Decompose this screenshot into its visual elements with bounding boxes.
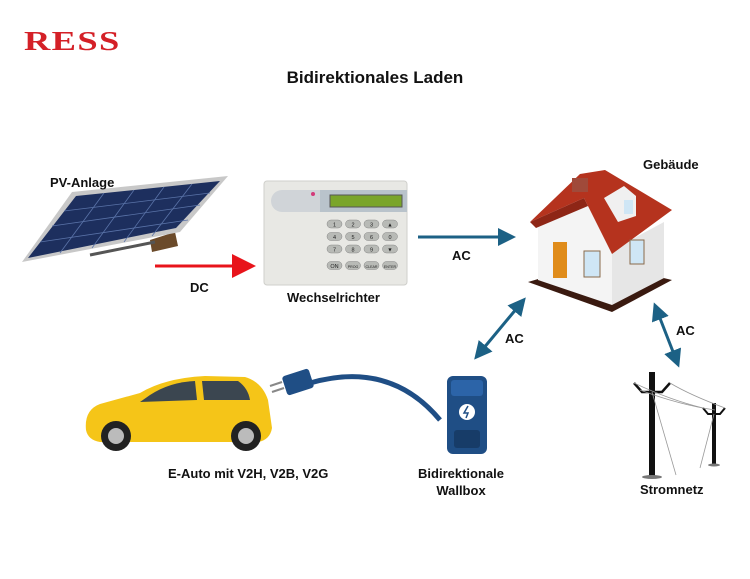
- keypad-key: [345, 261, 361, 270]
- keypad-key-label: 8: [351, 247, 354, 253]
- building-label: Gebäude: [643, 157, 699, 172]
- wallbox-label-line1: Bidirektionale: [418, 466, 504, 481]
- grid-label: Stromnetz: [640, 482, 704, 497]
- power-grid-icon: [633, 372, 726, 479]
- keypad-key-label: 3: [370, 222, 373, 228]
- keypad-key-label: 0: [388, 235, 391, 241]
- car-icon: [85, 376, 273, 451]
- inverter-icon: 1 2 3 ▲ 4 5 6 0 7 8 9 ▼ ON PROG CLEAR ENTER: [263, 180, 408, 286]
- keypad-key-label: ▼: [387, 247, 392, 253]
- ac-arrow-grid-building: [651, 302, 682, 368]
- ac-arrow-wallbox-building: [474, 297, 526, 360]
- keypad-key-label: 1: [333, 222, 336, 228]
- keypad-key-label: 4: [333, 235, 336, 241]
- keypad-key: [326, 244, 343, 254]
- keypad-key-label: ENTER: [384, 265, 397, 269]
- keypad-key-label: CLEAR: [366, 265, 378, 269]
- keypad-key: [363, 244, 380, 254]
- wallbox-label-line2: Wallbox: [436, 483, 486, 498]
- keypad-key-label: PROG: [348, 265, 359, 269]
- ress-logo: RESS: [24, 26, 121, 56]
- ac-label-inverter: AC: [452, 248, 471, 263]
- keypad-key: [345, 244, 361, 254]
- building-icon: [528, 170, 672, 312]
- charging-cable: [309, 374, 442, 422]
- pv-panel-icon: [22, 176, 228, 262]
- ac-label-grid: AC: [676, 323, 695, 338]
- keypad-key: [345, 219, 361, 229]
- keypad-key: [326, 261, 343, 270]
- keypad-key: [382, 261, 398, 270]
- keypad-key: [363, 219, 380, 229]
- ac-label-wallbox: AC: [505, 331, 524, 346]
- plug-icon: [269, 368, 314, 396]
- pv-label: PV-Anlage: [50, 175, 115, 190]
- keypad-key-label: 9: [370, 247, 373, 253]
- keypad-key: [363, 261, 380, 270]
- keypad-key-label: 2: [351, 222, 354, 228]
- dc-label: DC: [190, 280, 209, 295]
- car-label: E-Auto mit V2H, V2B, V2G: [168, 466, 329, 481]
- keypad-key: [326, 232, 343, 241]
- keypad-key: [345, 232, 361, 241]
- keypad-key-label: 7: [333, 247, 336, 253]
- keypad-key-label: 5: [351, 235, 354, 241]
- keypad-key: [382, 232, 398, 241]
- keypad-key: [326, 219, 343, 229]
- keypad-key: [363, 232, 380, 241]
- keypad-key-label: ▲: [387, 222, 392, 228]
- keypad-key: [382, 219, 398, 229]
- keypad-key-label: 6: [370, 235, 373, 241]
- inverter-label: Wechselrichter: [287, 290, 380, 305]
- wallbox-icon: [447, 376, 487, 454]
- keypad-key: [382, 244, 398, 254]
- page-title: Bidirektionales Laden: [286, 68, 464, 87]
- keypad-key-label: ON: [330, 264, 338, 270]
